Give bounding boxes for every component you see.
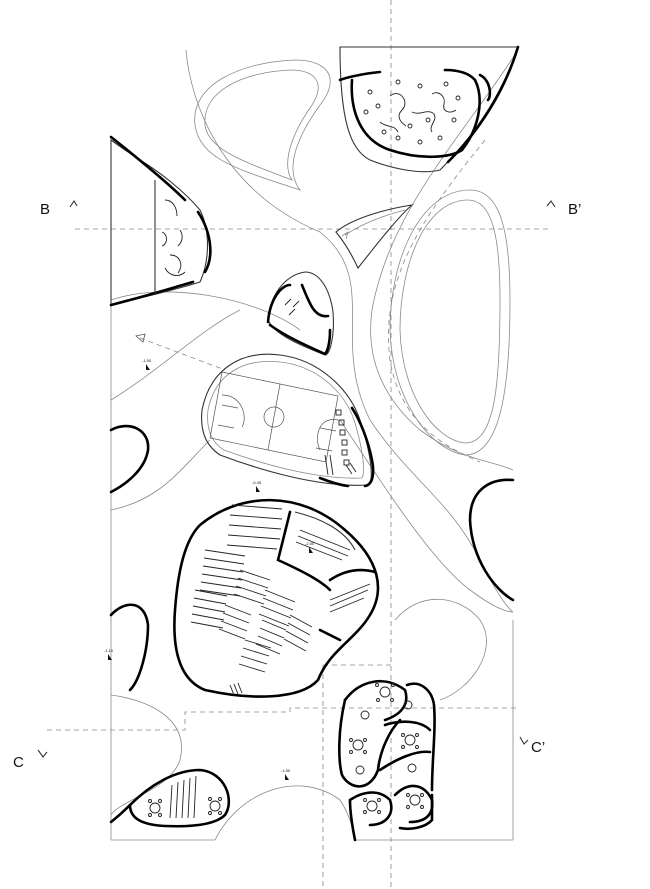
direction-arrow xyxy=(135,333,226,371)
level-mark-court: -0.45 xyxy=(252,480,262,485)
section-marker-c: C C’ xyxy=(13,736,545,771)
section-label-b-left: B xyxy=(40,201,50,218)
basketball-court xyxy=(209,371,339,463)
sports-hall xyxy=(201,353,375,488)
auditorium-seats xyxy=(190,504,371,673)
auditorium xyxy=(173,498,380,698)
section-label-b-right: B’ xyxy=(568,201,581,218)
building-southwest xyxy=(109,768,231,828)
section-label-c-left: C xyxy=(13,754,24,771)
edge-crescents xyxy=(109,424,515,692)
section-label-c-right: C’ xyxy=(531,739,545,756)
section-marker-b: B B’ xyxy=(40,199,581,218)
building-west-north xyxy=(109,135,212,307)
level-mark-west: -1.50 xyxy=(142,358,152,363)
level-mark-auditorium: -2.50 xyxy=(305,541,315,546)
landscape-oval-north xyxy=(194,59,331,191)
ramp-element xyxy=(335,204,414,270)
landscape-oval-east xyxy=(370,49,519,471)
level-marks: -1.50 -0.45 -2.50 -1.10 -1.50 xyxy=(104,358,315,780)
level-mark-south: -1.50 xyxy=(281,768,291,773)
level-mark-far-west: -1.10 xyxy=(104,648,114,653)
building-triangle-small xyxy=(266,271,334,356)
building-northeast xyxy=(338,45,520,173)
site-boundary xyxy=(110,46,518,841)
site-axes xyxy=(47,0,552,889)
pod-cluster-southeast xyxy=(338,680,436,842)
